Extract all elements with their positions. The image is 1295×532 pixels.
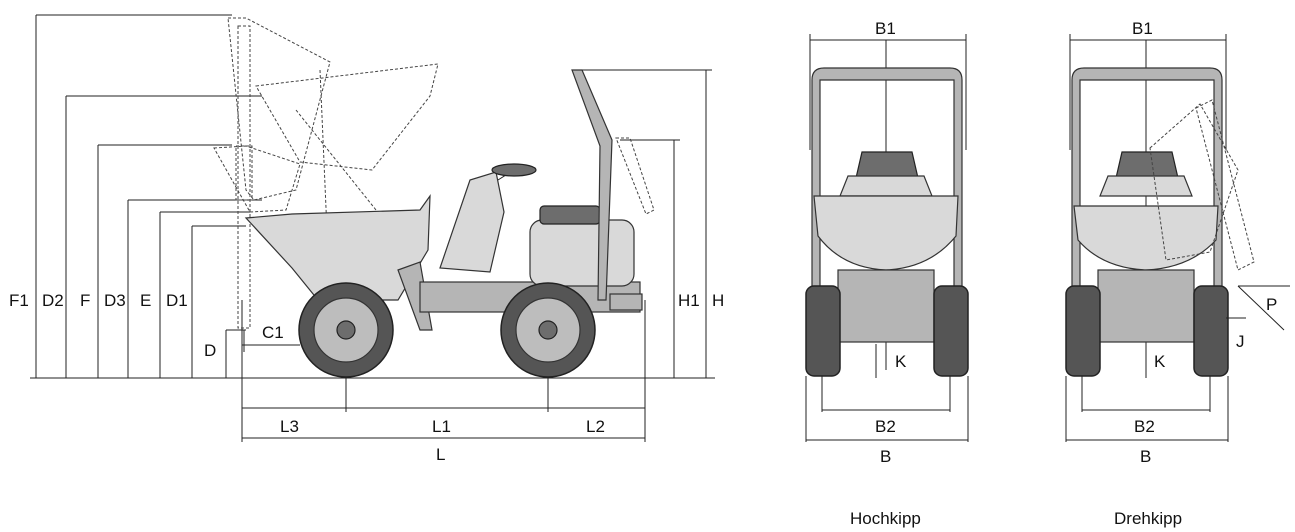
label-l: L xyxy=(436,445,445,464)
seat-back xyxy=(439,171,505,273)
label-p: P xyxy=(1266,295,1277,314)
rops-folded xyxy=(615,137,655,215)
caption-drehkipp: Drehkipp xyxy=(1114,509,1182,528)
raised-skip-outlines xyxy=(213,17,439,329)
caption-hochkipp: Hochkipp xyxy=(850,509,921,528)
left-tire-2 xyxy=(1065,285,1101,377)
label-f: F xyxy=(80,291,90,310)
tow-hitch xyxy=(609,293,643,311)
side-view: F1 D2 F D3 E D1 D C1 H1 H L3 L1 L2 L xyxy=(9,14,724,464)
label-k: K xyxy=(895,352,907,371)
side-labels: F1 D2 F D3 E D1 D C1 H1 H L3 L1 L2 L xyxy=(9,291,724,464)
label-j: J xyxy=(1236,332,1245,351)
left-tire xyxy=(805,285,841,377)
skip-bucket-front xyxy=(813,195,959,271)
label-c1: C1 xyxy=(262,323,284,342)
label-b-2: B xyxy=(1140,447,1151,466)
label-l2: L2 xyxy=(586,417,605,436)
skip-arm xyxy=(397,261,433,331)
skip-bucket-front-2 xyxy=(1073,205,1219,271)
label-h1: H1 xyxy=(678,291,700,310)
right-tire xyxy=(933,285,969,377)
swivel-skip-outline xyxy=(1149,103,1239,261)
dumper-side-body xyxy=(244,69,655,331)
label-d2: D2 xyxy=(42,291,64,310)
label-l1: L1 xyxy=(432,417,451,436)
rops-bar xyxy=(571,69,613,301)
right-tire-2 xyxy=(1193,285,1229,377)
skip-bucket xyxy=(244,194,431,301)
label-e: E xyxy=(140,291,151,310)
label-b: B xyxy=(880,447,891,466)
label-b1-2: B1 xyxy=(1132,19,1153,38)
front-view-hochkipp: B1 K B2 B Hochkipp xyxy=(805,19,969,528)
label-d3: D3 xyxy=(104,291,126,310)
front-view-drehkipp: B1 P J K B2 B Drehkipp xyxy=(1065,19,1290,528)
seat-cushion xyxy=(539,205,601,225)
label-b2-2: B2 xyxy=(1134,417,1155,436)
steering-wheel xyxy=(491,163,537,177)
label-d: D xyxy=(204,341,216,360)
rear-wheel xyxy=(298,282,394,378)
engine-hood xyxy=(529,219,635,287)
label-h: H xyxy=(712,291,724,310)
label-d1: D1 xyxy=(166,291,188,310)
swivel-arm-outline xyxy=(1195,99,1255,271)
height-dimension-lines xyxy=(35,14,712,378)
label-b1: B1 xyxy=(875,19,896,38)
label-k-2: K xyxy=(1154,352,1166,371)
label-f1: F1 xyxy=(9,291,29,310)
front-wheel xyxy=(500,282,596,378)
label-l3: L3 xyxy=(280,417,299,436)
label-b2: B2 xyxy=(875,417,896,436)
length-dimension-lines xyxy=(241,300,646,442)
